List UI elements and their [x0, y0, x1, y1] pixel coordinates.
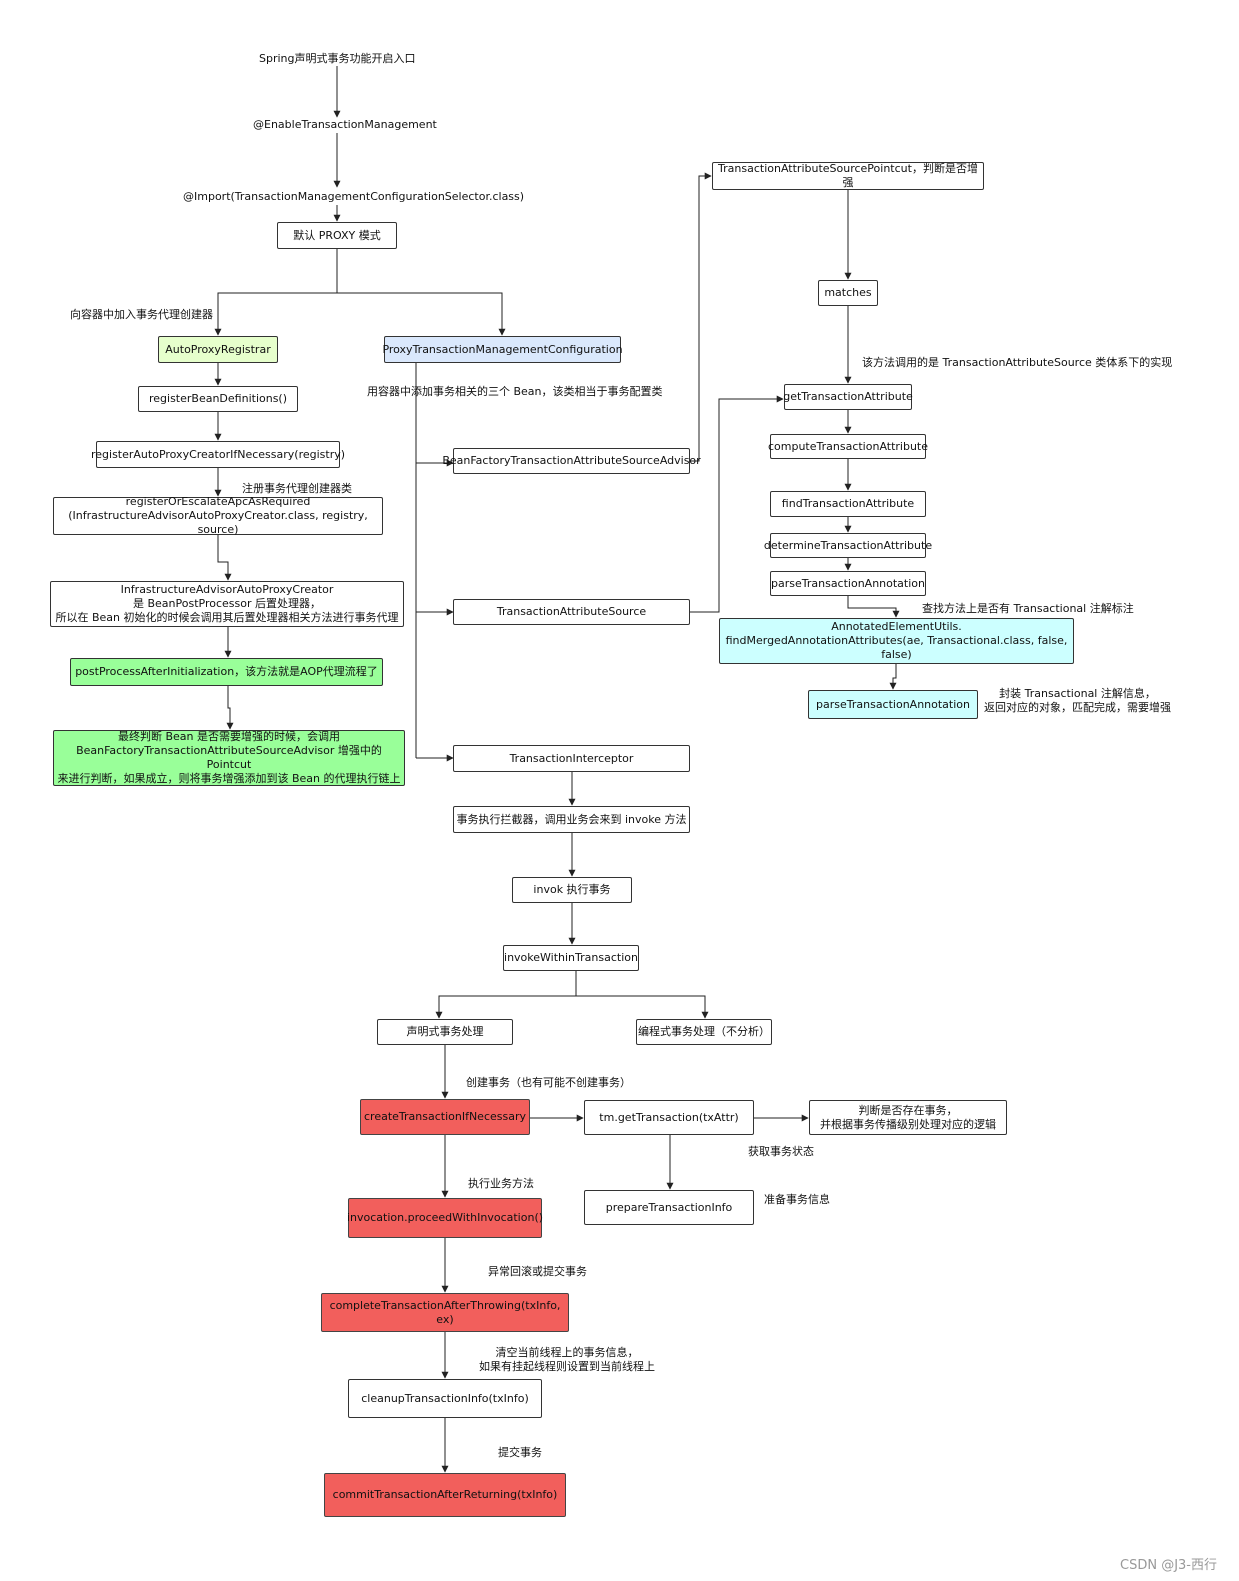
exec-method-label: 执行业务方法: [468, 1177, 534, 1190]
add-beans-label: 用容器中添加事务相关的三个 Bean，该类相当于事务配置类: [367, 385, 663, 398]
entry-label: Spring声明式事务功能开启入口: [259, 52, 416, 65]
parse-tx-annotation-node[interactable]: parseTransactionAnnotation: [770, 571, 926, 596]
register-or-escalate-node[interactable]: registerOrEscalateApcAsRequired (Infrast…: [53, 495, 383, 536]
create-tx-label: 创建事务（也有可能不创建事务）: [466, 1076, 631, 1089]
source-impl-label: 该方法调用的是 TransactionAttributeSource 类体系下的…: [862, 356, 1173, 369]
proxy-mode-node[interactable]: 默认 PROXY 模式: [277, 222, 397, 249]
get-transaction-node[interactable]: tm.getTransaction(txAttr): [584, 1100, 754, 1135]
annotated-utils-node[interactable]: AnnotatedElementUtils. findMergedAnnotat…: [719, 618, 1074, 664]
edge-escalate-infra: [217, 535, 232, 581]
edge-utils-parse2: [889, 664, 897, 690]
compute-tx-attr-node[interactable]: computeTransactionAttribute: [768, 434, 928, 459]
interceptor-desc-node[interactable]: 事务执行拦截器，调用业务会来到 invoke 方法: [453, 806, 690, 833]
edge-within-split: [435, 971, 577, 1019]
infra-creator-node[interactable]: InfrastructureAdvisorAutoProxyCreator 是 …: [50, 581, 404, 627]
pointcut-node[interactable]: TransactionAttributeSourcePointcut，判断是否增…: [712, 162, 984, 190]
register-creator-label: 注册事务代理创建器类: [242, 482, 352, 495]
auto-proxy-registrar-node[interactable]: AutoProxyRegistrar: [158, 336, 278, 363]
invoke-exec-node[interactable]: invok 执行事务: [512, 877, 632, 903]
add-creator-label: 向容器中加入事务代理创建器: [70, 308, 213, 321]
edge-within-prog: [576, 995, 709, 1019]
commit-label: 提交事务: [498, 1446, 542, 1459]
wrap-info-label: 封装 Transactional 注解信息， 返回对应的对象，匹配完成，需要增强: [984, 687, 1171, 714]
edge-post-final: [226, 686, 234, 730]
register-bean-defs-node[interactable]: registerBeanDefinitions(): [138, 386, 298, 412]
prepare-info-label: 准备事务信息: [764, 1193, 830, 1206]
edge-proxy-split: [214, 249, 338, 336]
commit-after-returning-node[interactable]: commitTransactionAfterReturning(txInfo): [324, 1473, 566, 1517]
watermark: CSDN @J3-西行: [1120, 1558, 1217, 1573]
import-annotation-label: @Import(TransactionManagementConfigurati…: [183, 190, 525, 203]
parse-tx-annotation2-node[interactable]: parseTransactionAnnotation: [808, 690, 978, 719]
enable-annotation-label: @EnableTransactionManagement: [253, 118, 437, 131]
tx-attr-source-node[interactable]: TransactionAttributeSource: [453, 599, 690, 625]
judge-exists-node[interactable]: 判断是否存在事务， 并根据事务传播级别处理对应的逻辑: [809, 1100, 1007, 1135]
proxy-tx-config-node[interactable]: ProxyTransactionManagementConfiguration: [382, 336, 623, 363]
advisor-node[interactable]: BeanFactoryTransactionAttributeSourceAdv…: [442, 448, 701, 474]
tx-interceptor-node[interactable]: TransactionInterceptor: [453, 745, 690, 772]
proceed-node[interactable]: invocation.proceedWithInvocation(): [347, 1198, 543, 1238]
declarative-node[interactable]: 声明式事务处理: [377, 1019, 513, 1045]
get-tx-attr-node[interactable]: getTransactionAttribute: [783, 384, 913, 410]
cleanup-label: 清空当前线程上的事务信息， 如果有挂起线程则设置到当前线程上: [479, 1346, 655, 1373]
create-if-necessary-node[interactable]: createTransactionIfNecessary: [360, 1099, 530, 1135]
edge-proxy-config: [337, 292, 506, 336]
find-tx-attr-node[interactable]: findTransactionAttribute: [770, 491, 926, 517]
rollback-commit-label: 异常回滚或提交事务: [488, 1265, 587, 1278]
invoke-within-node[interactable]: invokeWithinTransaction: [503, 945, 639, 971]
matches-node[interactable]: matches: [818, 280, 878, 306]
programmatic-node[interactable]: 编程式事务处理（不分析）: [636, 1019, 772, 1045]
post-process-node[interactable]: postProcessAfterInitialization，该方法就是AOP代…: [70, 658, 383, 686]
edge-source-gettx: [690, 395, 784, 613]
final-judge-node[interactable]: 最终判断 Bean 是否需要增强的时候，会调用 BeanFactoryTrans…: [53, 730, 405, 786]
cleanup-info-node[interactable]: cleanupTransactionInfo(txInfo): [348, 1379, 542, 1418]
prepare-tx-info-node[interactable]: prepareTransactionInfo: [584, 1190, 754, 1225]
edge-parse-utils: [847, 596, 900, 618]
complete-after-throwing-node[interactable]: completeTransactionAfterThrowing(txInfo,…: [321, 1293, 569, 1332]
find-annotation-label: 查找方法上是否有 Transactional 注解标注: [922, 602, 1134, 615]
edge-advisor-pointcut: [690, 172, 712, 462]
determine-tx-attr-node[interactable]: determineTransactionAttribute: [764, 533, 932, 558]
register-if-necessary-node[interactable]: registerAutoProxyCreatorIfNecessary(regi…: [91, 441, 345, 468]
get-status-label: 获取事务状态: [748, 1145, 814, 1158]
